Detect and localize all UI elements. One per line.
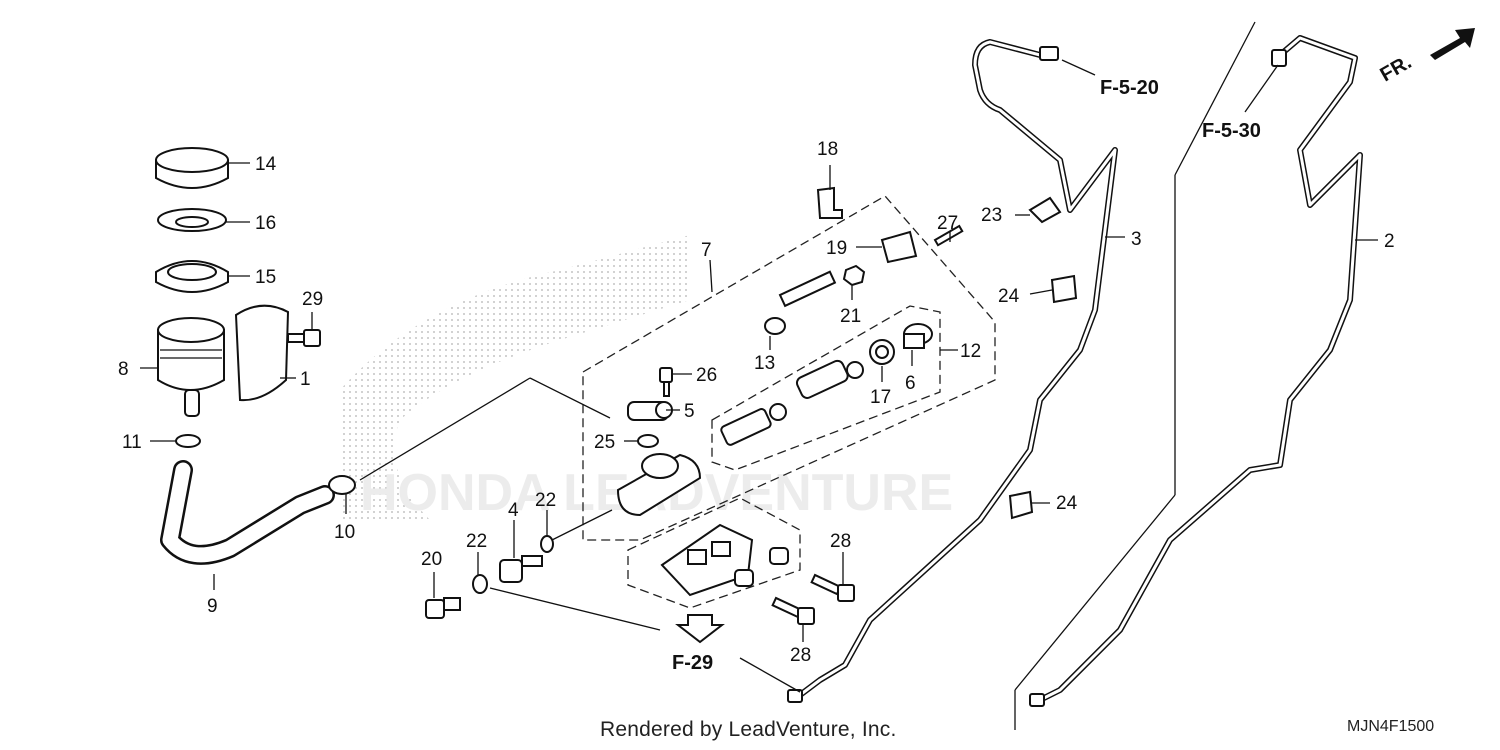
- clip-10: [328, 475, 356, 495]
- leader-f29-b: [739, 657, 801, 693]
- callout-25: 25: [594, 432, 615, 453]
- brake-pipe-2: [1029, 35, 1363, 707]
- mount-bracket: [660, 523, 754, 597]
- callout-29: 29: [302, 289, 323, 310]
- washer-22b: [540, 535, 554, 553]
- bolt-29: [287, 329, 321, 347]
- callout-16: 16: [255, 213, 276, 234]
- reservoir-cap: [155, 147, 229, 189]
- front-arrow-icon: [1430, 28, 1475, 60]
- leader-inlet: [551, 509, 613, 541]
- callout-7: 7: [701, 240, 712, 261]
- fitting-4: [499, 555, 543, 583]
- callout-13: 13: [754, 353, 775, 374]
- callout-leaders: [140, 162, 1378, 642]
- callout-4: 4: [508, 500, 519, 521]
- callout-26: 26: [696, 365, 717, 386]
- brake-pipe-3: [787, 39, 1118, 703]
- push-rod-13: [764, 270, 837, 335]
- leader-hose-join: [359, 377, 531, 481]
- bolt-26: [659, 367, 673, 397]
- callout-27: 27: [937, 213, 958, 234]
- ref-f5-20: F-5-20: [1100, 77, 1159, 99]
- hose-9: [160, 460, 335, 565]
- callout-10: 10: [334, 522, 355, 543]
- callout-15: 15: [255, 267, 276, 288]
- callout-6: 6: [905, 373, 916, 394]
- nut-21: [842, 264, 866, 287]
- leader-f29-a: [489, 587, 661, 631]
- master-cylinder: [616, 453, 702, 517]
- group-box-bracket: [627, 497, 801, 609]
- reservoir-cover: [234, 304, 290, 402]
- callout-5: 5: [684, 401, 695, 422]
- divider-low: [1014, 494, 1176, 691]
- ref-f5-30: F-5-30: [1202, 120, 1261, 142]
- bracket-18: [816, 186, 843, 219]
- callout-22a: 22: [466, 531, 487, 552]
- diagram-code: MJN4F1500: [1347, 718, 1435, 735]
- callout-24b: 24: [1056, 493, 1078, 514]
- callout-2: 2: [1384, 231, 1395, 252]
- diaphragm-plate: [157, 208, 227, 232]
- callout-1: 1: [300, 369, 311, 390]
- bolt-28b: [771, 596, 815, 625]
- callout-12: 12: [960, 341, 981, 362]
- callout-17: 17: [870, 387, 891, 408]
- callout-11: 11: [122, 432, 142, 453]
- callout-28a: 28: [830, 531, 851, 552]
- washer-17: [869, 339, 895, 365]
- ref-f29: F-29: [672, 652, 713, 674]
- group-box-12: [711, 305, 941, 471]
- callout-28b: 28: [790, 645, 811, 666]
- clip-24b: [1008, 490, 1034, 520]
- callout-21: 21: [840, 306, 861, 327]
- callout-18: 18: [817, 139, 838, 160]
- callout-labels: 14 16 15 29 8 1 11 9 10 18 19 27 23 24 2…: [118, 139, 1395, 666]
- piston: [720, 359, 864, 446]
- clip-11: [175, 434, 201, 448]
- reservoir-tank: [157, 317, 225, 417]
- leader-hose-join-2: [529, 377, 611, 419]
- clevis-19: [880, 230, 918, 264]
- bolt-20: [425, 597, 461, 619]
- callout-3: 3: [1131, 229, 1142, 250]
- bushing-a: [769, 547, 789, 565]
- callout-19: 19: [826, 238, 847, 259]
- footer-credit: Rendered by LeadVenture, Inc.: [600, 718, 897, 741]
- callout-20: 20: [421, 549, 442, 570]
- callout-23: 23: [981, 205, 1002, 226]
- leader-f520: [1061, 59, 1096, 76]
- oring-25: [637, 434, 659, 448]
- bushing-b: [734, 569, 754, 587]
- washer-22a: [472, 574, 488, 594]
- joint-5: [627, 401, 673, 421]
- reference-arrow-f29: [675, 614, 725, 644]
- leader-f530: [1244, 64, 1279, 113]
- clip-24a: [1050, 274, 1078, 304]
- front-label: FR.: [1377, 51, 1416, 86]
- callout-9: 9: [207, 596, 218, 617]
- callout-24a: 24: [998, 286, 1020, 307]
- callout-22b: 22: [535, 490, 556, 511]
- group-box-7: [582, 195, 996, 541]
- clip-23: [1028, 196, 1062, 224]
- boot-6: [903, 323, 933, 349]
- callout-8: 8: [118, 359, 129, 380]
- callout-14: 14: [255, 154, 277, 175]
- bolt-28a: [810, 573, 855, 602]
- divider-top: [1174, 21, 1256, 176]
- diaphragm: [155, 260, 229, 293]
